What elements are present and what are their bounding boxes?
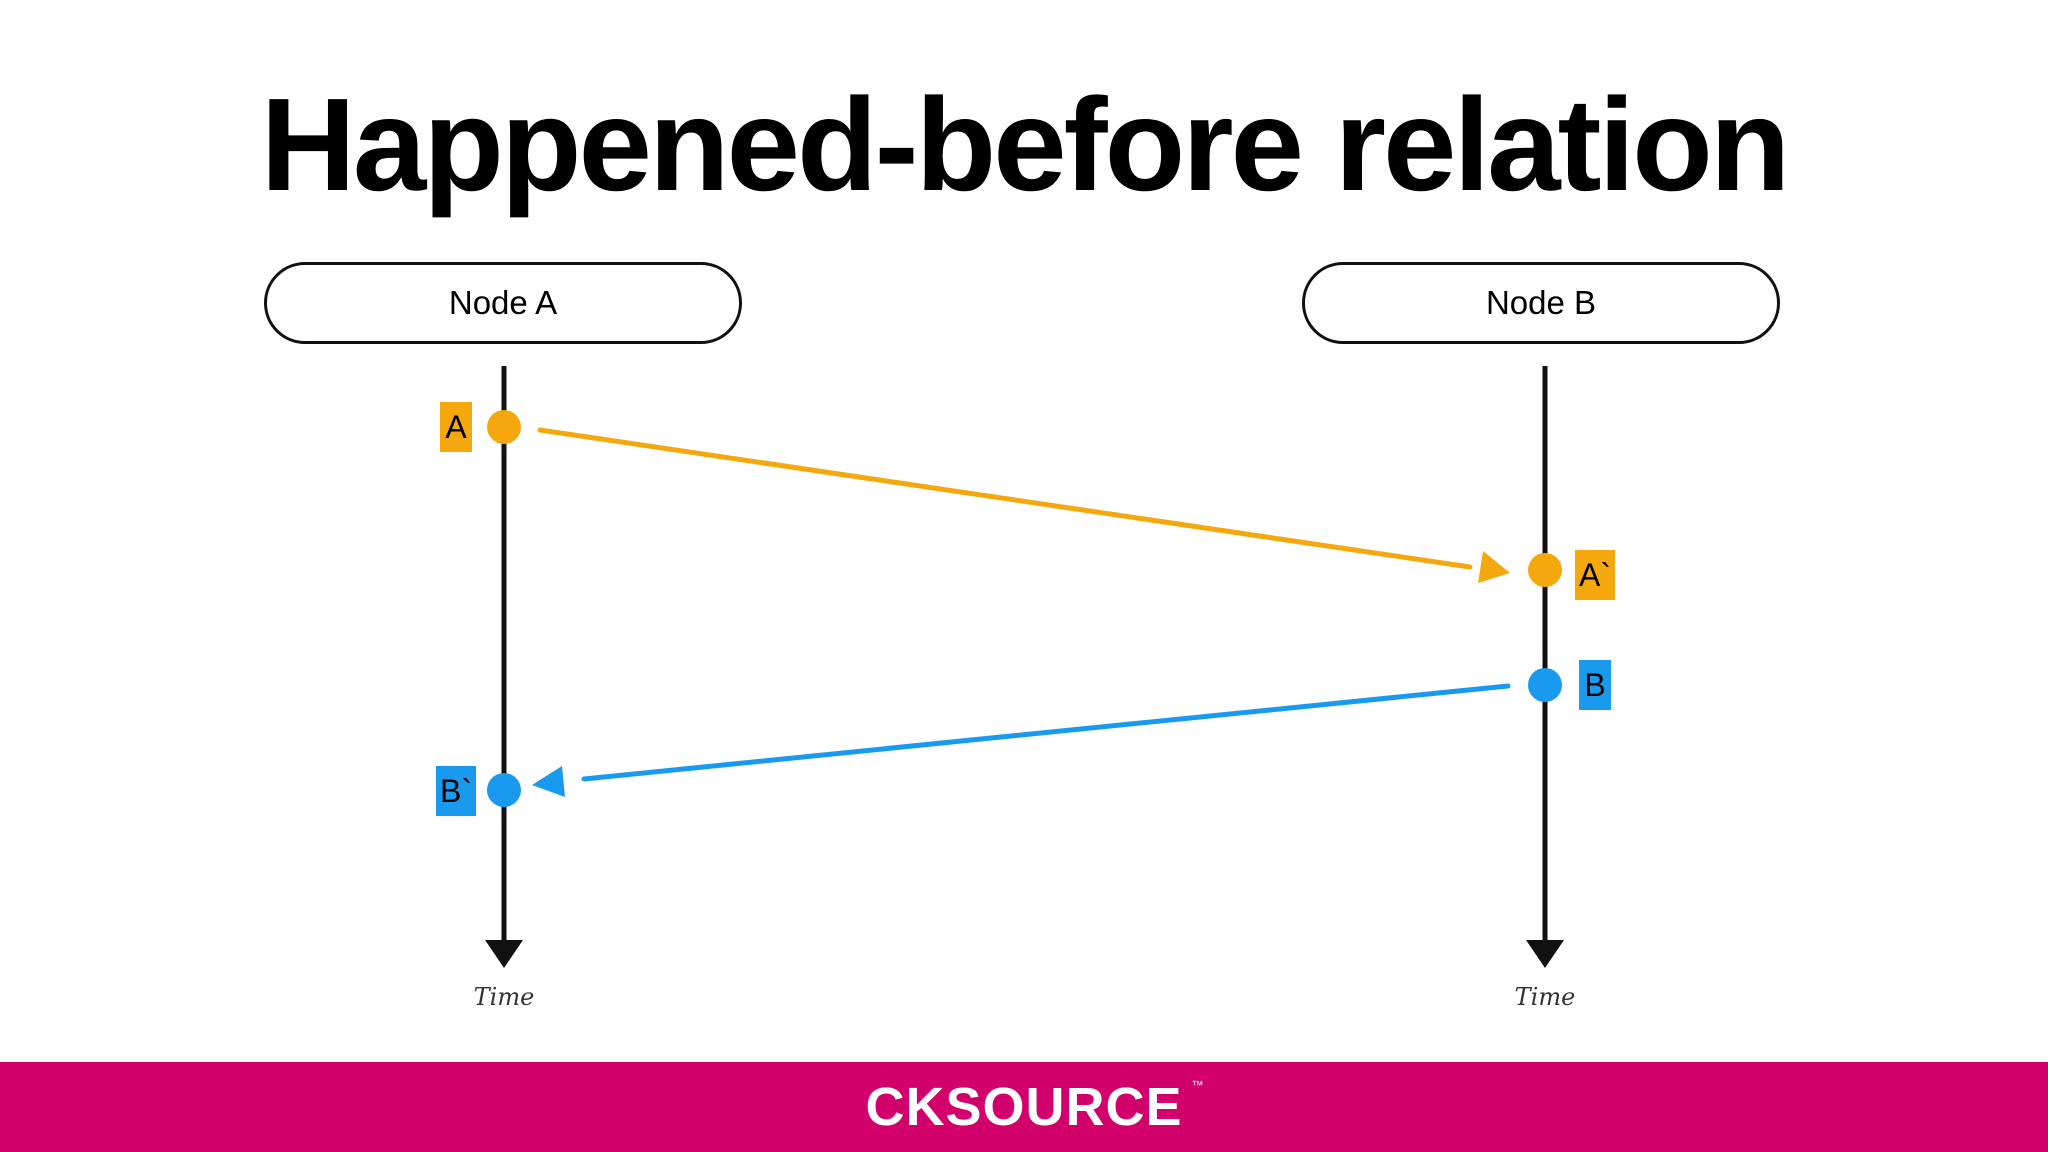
event-a-send-tag [440, 402, 472, 452]
event-b-receive-dot [487, 773, 521, 807]
cksource-logo: CKSOURCE ™ [865, 1076, 1203, 1138]
footer-bar: CKSOURCE ™ [0, 1062, 2048, 1152]
message-a-arrow-line [537, 427, 1473, 570]
node-b-label: Node B [1485, 284, 1597, 321]
logo-trademark: ™ [1191, 1078, 1205, 1092]
sequence-diagram [436, 366, 1615, 968]
node-a-label: Node A [448, 284, 558, 321]
event-b-send-dot [1528, 668, 1562, 702]
event-b-send-label: B [1584, 666, 1606, 703]
event-b-send-tag [1579, 660, 1611, 710]
node-a-box: Node A [264, 262, 742, 344]
event-b-receive-label: B` [440, 772, 472, 809]
node-b-box: Node B [1302, 262, 1780, 344]
message-a-arrowhead [1478, 551, 1510, 583]
node-a-time-label: Time [473, 983, 535, 1011]
event-a-receive-dot [1528, 553, 1562, 587]
event-a-send-label: A [445, 408, 467, 445]
message-b-arrowhead [532, 766, 565, 797]
node-b-time-label: Time [1514, 983, 1576, 1011]
slide-title: Happened-before relation [260, 71, 1791, 218]
logo-text: CKSOURCE [865, 1077, 1183, 1137]
event-a-receive-tag [1575, 550, 1615, 600]
event-b-receive-tag [436, 766, 476, 816]
node-a-timeline-arrowhead [485, 940, 523, 968]
message-b-arrow-line [581, 683, 1511, 782]
event-a-send-dot [487, 410, 521, 444]
event-a-receive-label: A` [1579, 556, 1611, 593]
node-b-timeline-arrowhead [1526, 940, 1564, 968]
